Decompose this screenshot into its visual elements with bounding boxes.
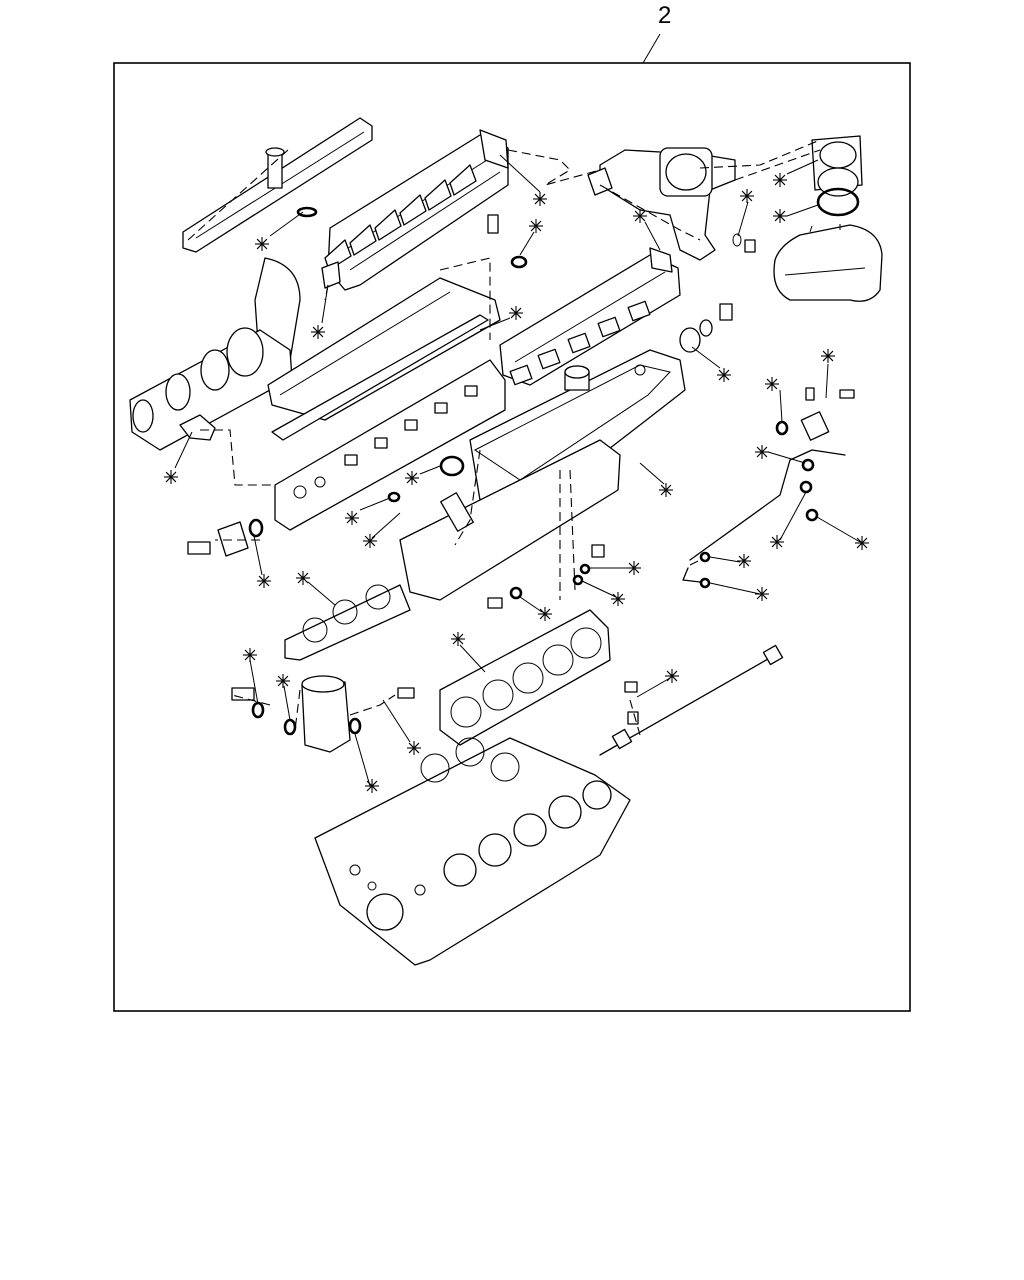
asterisk-icon [243, 648, 257, 662]
asterisk-icon [821, 349, 835, 363]
camshaft [599, 644, 784, 756]
asterisk-icon [345, 511, 359, 525]
water-outlet-manifold [182, 117, 373, 253]
asterisk-icon [665, 669, 679, 683]
turbo-elbow [587, 147, 756, 261]
asterisk-icon [773, 173, 787, 187]
asterisk-icon [855, 536, 869, 550]
oil-filter-housing [231, 675, 415, 753]
asterisk-icon [365, 779, 379, 793]
exhaust-flange-gasket [179, 414, 216, 441]
asterisk-icon [529, 219, 543, 233]
asterisk-icon [257, 574, 271, 588]
asterisk-icon [659, 483, 673, 497]
cylinder-head-upper [274, 359, 506, 531]
asterisk-icon [740, 189, 754, 203]
misc-fasteners [187, 214, 733, 725]
asterisk-icon [755, 445, 769, 459]
asterisk-icon [311, 325, 325, 339]
kit-callout-number: 2 [658, 2, 672, 29]
rocker-cover [267, 277, 501, 441]
asterisk-icon [765, 377, 779, 391]
asterisk-icon [755, 587, 769, 601]
oil-pipe-assembly [682, 387, 855, 589]
asterisk-icon [164, 470, 178, 484]
oring-center [439, 455, 465, 477]
asterisk-icon [276, 674, 290, 688]
asterisk-icon [533, 192, 547, 206]
asterisk-icon [633, 209, 647, 223]
cylinder-block [314, 737, 631, 966]
asterisk-icon [405, 471, 419, 485]
kit-frame [113, 62, 911, 1012]
valve-cover-right [399, 349, 686, 601]
intake-manifold [321, 129, 509, 291]
asterisk-icon [255, 237, 269, 251]
asterisk-icon [363, 534, 377, 548]
marker-leaders [174, 154, 861, 787]
oring-air-inlet [816, 187, 860, 217]
rocker-cover-gasket [271, 314, 489, 441]
asterisk-icon [773, 209, 787, 223]
cylinder-head-gasket [439, 609, 611, 746]
asterisk-icon [627, 561, 641, 575]
asterisk-icon [737, 554, 751, 568]
air-inlet-duct [773, 135, 883, 302]
asterisk-icon [538, 607, 552, 621]
oring-outlet [296, 206, 318, 218]
asterisk-icon [509, 306, 523, 320]
callout-leader-line [642, 33, 661, 64]
asterisk-icon [611, 592, 625, 606]
asterisk-icon [717, 368, 731, 382]
asterisk-icon [296, 571, 310, 585]
asterisk-icon [451, 632, 465, 646]
asterisk-icon [407, 741, 421, 755]
intake-manifold-right [499, 247, 681, 386]
kit-marker-group [164, 173, 869, 793]
exhaust-manifold-left [129, 257, 301, 451]
exhaust-manifold-gasket [284, 584, 411, 661]
